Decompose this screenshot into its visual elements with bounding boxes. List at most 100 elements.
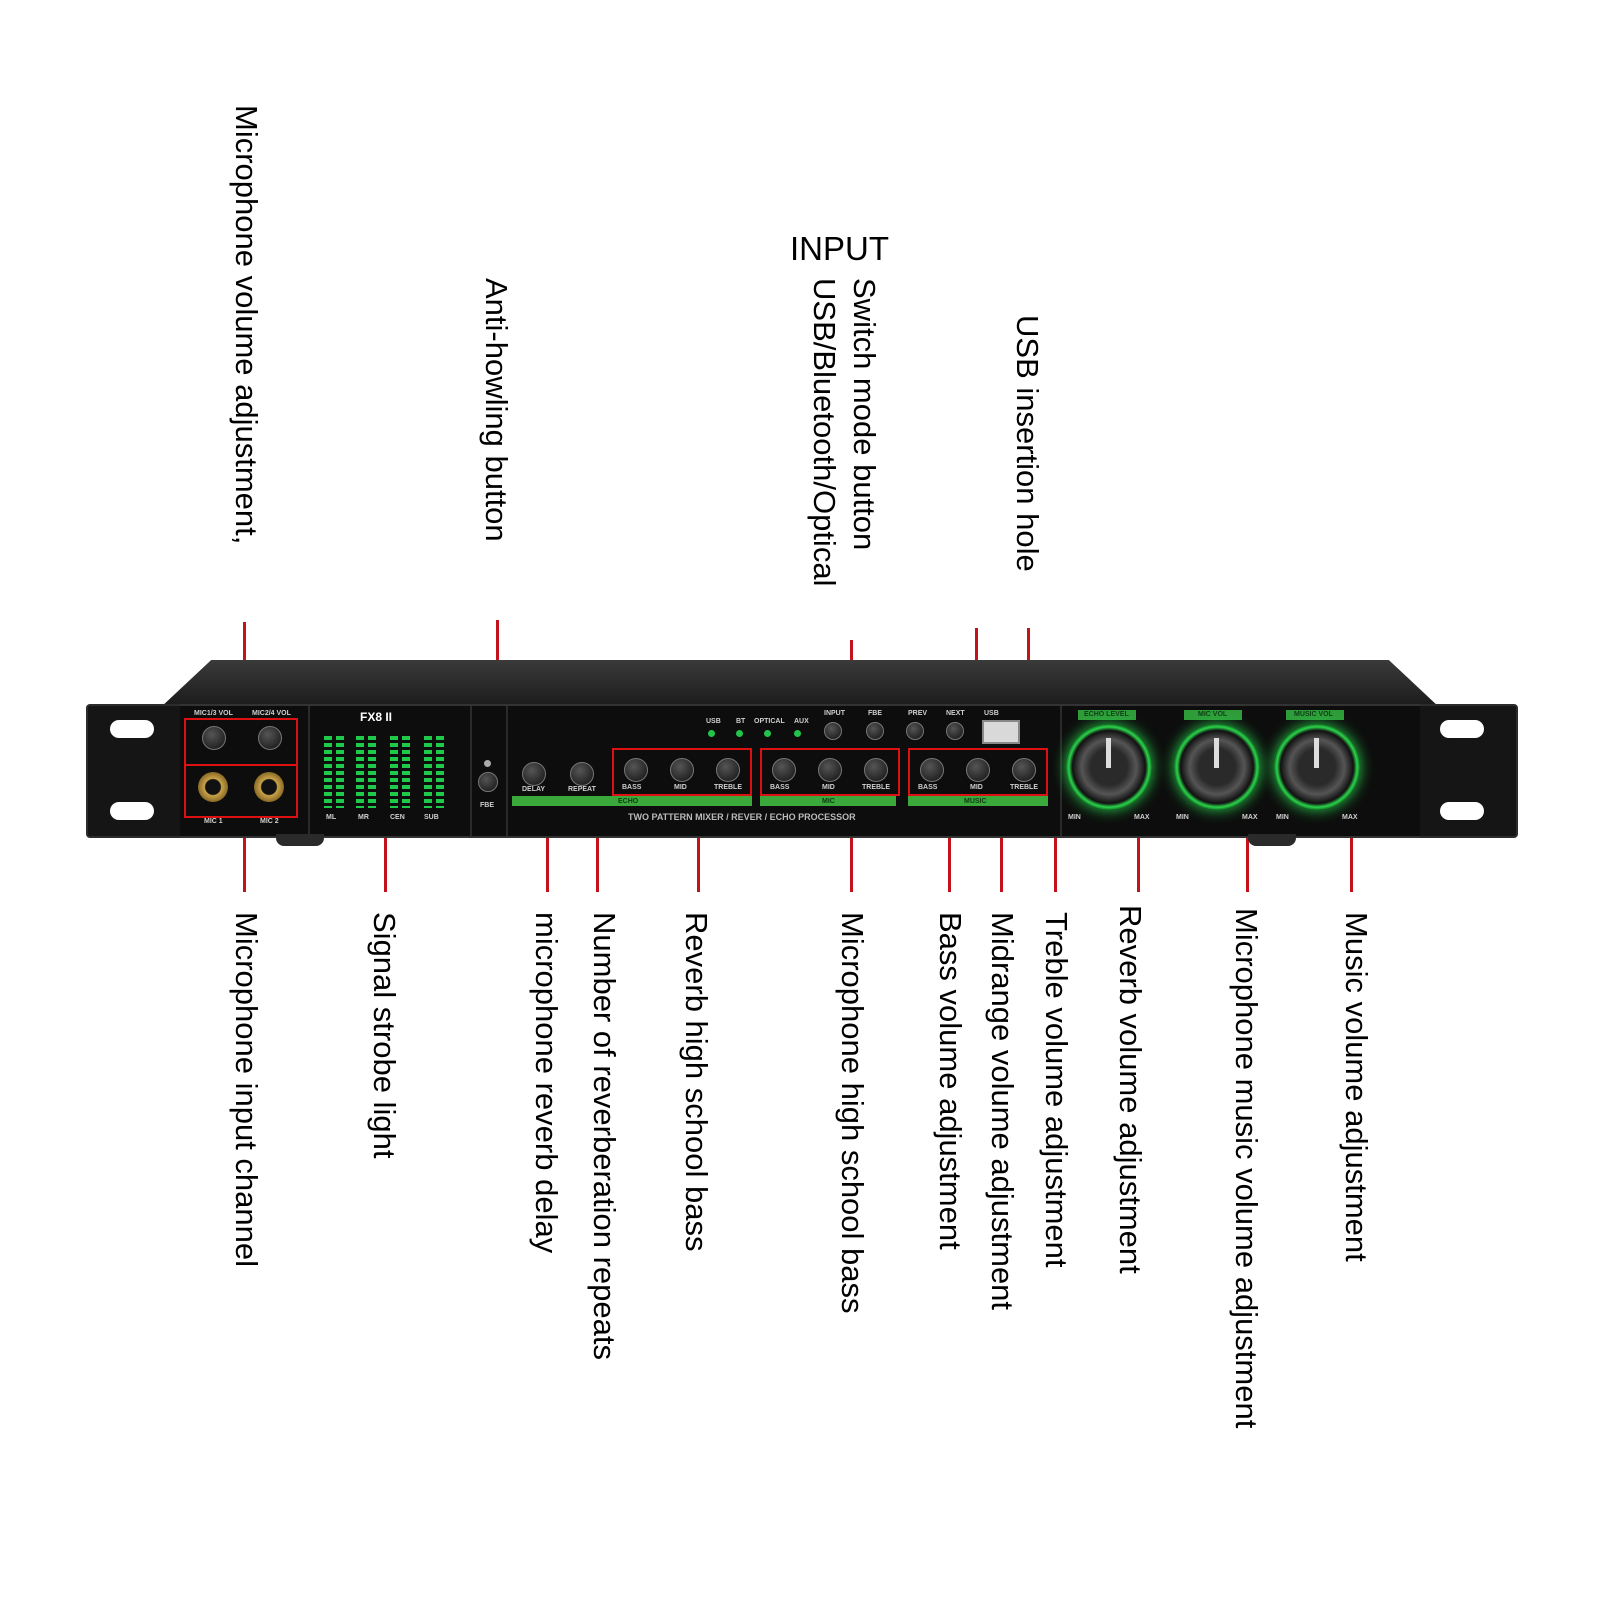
- label-music-vol: Music volume adjustment: [1339, 912, 1374, 1262]
- input-mode-button[interactable]: [824, 722, 842, 740]
- label-reverb-repeats: Number of reverberation repeats: [587, 912, 622, 1361]
- led-aux-label: AUX: [794, 718, 809, 725]
- meter-cen-bar: [402, 736, 410, 808]
- meter-mr-bar: [368, 736, 376, 808]
- mic2-volume-knob[interactable]: [258, 726, 282, 750]
- reverb-volume-knob[interactable]: [1066, 724, 1152, 810]
- fbe-indicator: [484, 760, 491, 767]
- mic1-volume-knob[interactable]: [202, 726, 226, 750]
- echo-treble-knob[interactable]: [716, 758, 740, 782]
- meter-sub-bar: [436, 736, 444, 808]
- mic-min-label: MIN: [1176, 814, 1189, 821]
- mic13-vol-label: MIC1/3 VOL: [194, 710, 233, 717]
- delay-label: DELAY: [522, 786, 546, 793]
- led-optical-label: OPTICAL: [754, 718, 785, 725]
- music-treble-knob[interactable]: [1012, 758, 1036, 782]
- echo-mid-knob[interactable]: [670, 758, 694, 782]
- music-max-label: MAX: [1342, 814, 1358, 821]
- music-vol-tag: [1286, 710, 1344, 720]
- meter-ml-label: ML: [326, 814, 337, 821]
- music-vol-label: MUSIC VOL: [1294, 711, 1333, 718]
- usb-led: [708, 730, 715, 737]
- mic-section: MIC1/3 VOL MIC2/4 VOL MIC 1 MIC 2: [180, 706, 310, 836]
- rack-slot: [110, 802, 154, 820]
- fbe-button[interactable]: [478, 772, 498, 792]
- leader-reverb-eq: [697, 800, 700, 892]
- mic-treble-label: TREBLE: [862, 784, 890, 791]
- prev-button[interactable]: [906, 722, 924, 740]
- label-usb-bt-optical: USB/Bluetooth/Optical: [807, 278, 842, 587]
- label-treble: Treble volume adjustment: [1039, 912, 1074, 1268]
- rack-ear-right: [1416, 704, 1518, 838]
- label-reverb-eq: Reverb high school bass: [679, 912, 714, 1252]
- device-foot: [276, 834, 324, 846]
- mic1-jack[interactable]: [198, 772, 228, 802]
- mic2-label: MIC 2: [260, 818, 279, 825]
- music-min-label: MIN: [1276, 814, 1289, 821]
- leader-mic-eq: [850, 800, 853, 892]
- leader-strobe: [384, 808, 387, 892]
- fbe-mode-button[interactable]: [866, 722, 884, 740]
- input-button-label: INPUT: [824, 710, 845, 717]
- usb-port-label: USB: [984, 710, 999, 717]
- echo-bass-knob[interactable]: [624, 758, 648, 782]
- meter-mr-bar: [356, 736, 364, 808]
- mic-eq-highlight: [760, 748, 900, 796]
- next-button-label: NEXT: [946, 710, 965, 717]
- usb-port[interactable]: [982, 720, 1020, 744]
- delay-knob[interactable]: [522, 762, 546, 786]
- leader-bass: [948, 790, 951, 892]
- led-usb-label: USB: [706, 718, 721, 725]
- mic24-vol-label: MIC2/4 VOL: [252, 710, 291, 717]
- mic-treble-knob[interactable]: [864, 758, 888, 782]
- meter-cen-bar: [390, 736, 398, 808]
- prev-button-label: PREV: [908, 710, 928, 717]
- label-bass: Bass volume adjustment: [933, 912, 968, 1250]
- reverb-max-label: MAX: [1134, 814, 1150, 821]
- music-mid-knob[interactable]: [966, 758, 990, 782]
- music-bass-knob[interactable]: [920, 758, 944, 782]
- device-foot: [1248, 834, 1296, 846]
- optical-led: [764, 730, 771, 737]
- music-volume-knob[interactable]: [1274, 724, 1360, 810]
- leader-mic-input: [243, 820, 246, 892]
- label-midrange: Midrange volume adjustment: [985, 912, 1020, 1311]
- echo-level-tag: [1078, 710, 1136, 720]
- mic1-label: MIC 1: [204, 818, 223, 825]
- mic-group-bar: [760, 796, 896, 806]
- echo-group-label: ECHO: [618, 798, 639, 805]
- leader-treble: [1054, 790, 1057, 892]
- meter-sub-bar: [424, 736, 432, 808]
- repeat-label: REPEAT: [568, 786, 596, 793]
- music-bass-label: BASS: [918, 784, 938, 791]
- next-button[interactable]: [946, 722, 964, 740]
- meter-cen-label: CEN: [390, 814, 405, 821]
- mic2-jack[interactable]: [254, 772, 284, 802]
- label-usb-hole: USB insertion hole: [1010, 315, 1045, 572]
- echo-treble-label: TREBLE: [714, 784, 742, 791]
- device-top-cover: [160, 660, 1440, 708]
- mic-music-volume-knob[interactable]: [1174, 724, 1260, 810]
- mic-bass-knob[interactable]: [772, 758, 796, 782]
- mic-mid-knob[interactable]: [818, 758, 842, 782]
- mic-vol-tag: [1184, 710, 1242, 720]
- label-mic-volume: Microphone volume adjustment,: [229, 105, 264, 545]
- mic-mid-label: MID: [822, 784, 835, 791]
- echo-bass-label: BASS: [622, 784, 642, 791]
- label-mic-eq: Microphone high school bass: [835, 912, 870, 1314]
- label-mic-input: Microphone input channel: [229, 912, 264, 1268]
- meter-mr-label: MR: [358, 814, 369, 821]
- label-reverb-delay: microphone reverb delay: [529, 912, 564, 1254]
- processor-subtitle: TWO PATTERN MIXER / REVER / ECHO PROCESS…: [628, 812, 856, 822]
- label-anti-howling: Anti-howling button: [479, 278, 514, 542]
- rack-slot: [1440, 720, 1484, 738]
- label-mic-music-vol: Microphone music volume adjustment: [1229, 908, 1264, 1429]
- input-title: INPUT: [790, 230, 889, 267]
- reverb-min-label: MIN: [1068, 814, 1081, 821]
- master-section: ECHO LEVEL MIC VOL MUSIC VOL MIN MAX MIN…: [1062, 706, 1372, 836]
- model-label: FX8 II: [360, 710, 393, 724]
- bt-led: [736, 730, 743, 737]
- meter-sub-label: SUB: [424, 814, 439, 821]
- echo-group-bar: [512, 796, 752, 806]
- repeat-knob[interactable]: [570, 762, 594, 786]
